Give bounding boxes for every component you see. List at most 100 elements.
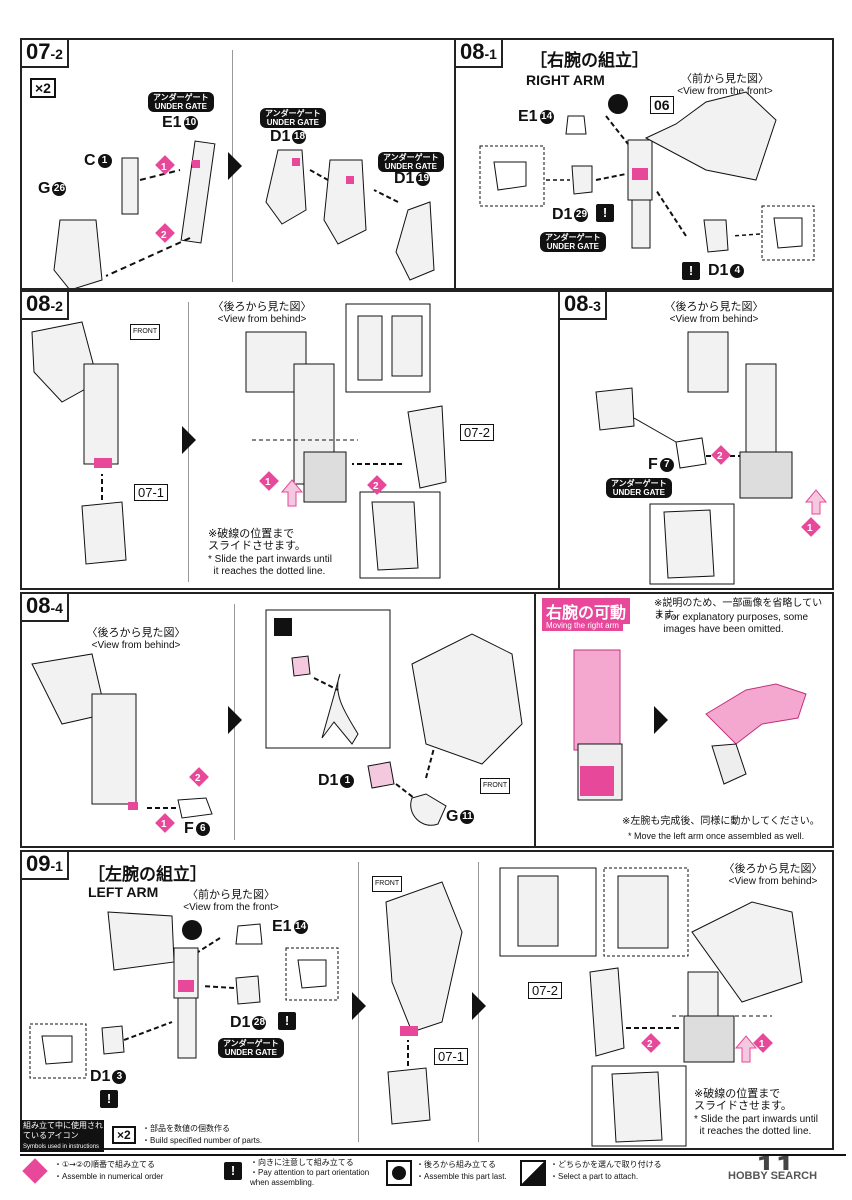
select-icon bbox=[274, 618, 292, 636]
legend-multiplier-jp: ・部品を数値の個数作る bbox=[142, 1124, 230, 1133]
front-icon-label: FRONT bbox=[480, 778, 511, 794]
step-08-3-illustration: 1 2 bbox=[595, 331, 828, 585]
slide-note-jp: ※破線の位置まで スライドさせます。 bbox=[694, 1087, 792, 1112]
next-arrow bbox=[352, 992, 366, 1020]
callout-2: 2 bbox=[195, 773, 201, 784]
legend-header: 組み立て中に使用されているアイコン Symbols used in instru… bbox=[20, 1120, 104, 1152]
legend-attention-jp: ・向きに注意して組み立てる bbox=[250, 1158, 354, 1167]
next-arrow bbox=[182, 426, 196, 454]
ref-step-07-1: 07-1 bbox=[434, 1048, 469, 1065]
step-number: 07-2 bbox=[22, 40, 69, 68]
view-label: 〈後ろから見た図〉<View from behind> bbox=[86, 626, 186, 651]
movement-title-en: Moving the right arm bbox=[542, 620, 623, 631]
legend-order-jp: ・①→②の順番で組み立てる bbox=[54, 1160, 156, 1169]
back-assembly-icon bbox=[608, 94, 628, 114]
front-icon-label: FRONT bbox=[130, 324, 161, 340]
step-08-4-illustration: 1 2 bbox=[31, 609, 523, 833]
callout-1: 1 bbox=[161, 162, 167, 173]
movement-title-jp: 右腕の可動 bbox=[542, 598, 631, 624]
view-label: 〈後ろから見た図〉<View from behind> bbox=[212, 300, 312, 325]
step-number: 08-2 bbox=[22, 292, 69, 320]
callout-2: 2 bbox=[373, 481, 379, 492]
view-label: 〈後ろから見た図〉<View from behind> bbox=[664, 300, 764, 325]
callout-2: 2 bbox=[717, 451, 723, 462]
step-09-1-panel: 09-1 ［左腕の組立］ LEFT ARM 〈前から見た図〉<View from… bbox=[20, 850, 834, 1150]
step-08-2-panel: 08-2 〈後ろから見た図〉<View from behind> FRONT 0… bbox=[20, 290, 560, 590]
callout-2: 2 bbox=[647, 1039, 653, 1050]
step-09-1-illustration: 1 2 bbox=[29, 867, 803, 1147]
front-icon-label: FRONT bbox=[372, 876, 403, 892]
step-08-2-illustration: 1 2 bbox=[31, 303, 447, 579]
legend-back-jp: ・後ろから組み立てる bbox=[416, 1160, 496, 1169]
step-number: 08-3 bbox=[560, 292, 607, 320]
step-number: 08-4 bbox=[22, 594, 69, 622]
omission-note-jp: ※説明のため、一部画像を省略しています。 bbox=[654, 598, 823, 621]
attention-icon: ! bbox=[596, 204, 614, 222]
step-title-jp: ［左腕の組立］ bbox=[88, 865, 207, 885]
legend-row: ・①→②の順番で組み立てる ・Assemble in numerical ord… bbox=[20, 1150, 846, 1192]
step-number: 09-1 bbox=[22, 852, 69, 880]
view-label-front: 〈前から見た図〉<View from the front> bbox=[183, 888, 279, 913]
multiplier-badge: ×2 bbox=[30, 78, 56, 98]
step-08-1-panel: 08-1 ［右腕の組立］ RIGHT ARM 〈前から見た図〉<View fro… bbox=[454, 38, 834, 290]
callout-2: 2 bbox=[161, 230, 167, 241]
next-arrow bbox=[472, 992, 486, 1020]
legend-header-en: Symbols used in instructions bbox=[23, 1144, 100, 1150]
step-title-jp: ［右腕の組立］ bbox=[530, 51, 649, 71]
legend-attention-icon: ! bbox=[224, 1162, 242, 1180]
view-label: 〈前から見た図〉<View from the front> bbox=[677, 72, 773, 97]
legend-header-jp: 組み立て中に使用されているアイコン bbox=[23, 1121, 103, 1140]
step-07-2-illustration-right bbox=[265, 149, 435, 281]
step-08-1-illustration bbox=[479, 91, 815, 261]
left-arm-note-jp: ※左腕も完成後、同様に動かしてください。 bbox=[622, 816, 820, 827]
left-arm-note-en: * Move the left arm once assembled as we… bbox=[628, 831, 805, 841]
ref-step-06: 06 bbox=[650, 96, 674, 114]
omission-note-en: * For explanatory purposes, some images … bbox=[658, 612, 809, 635]
next-arrow bbox=[228, 152, 242, 180]
step-title-en: RIGHT ARM bbox=[526, 72, 605, 88]
callout-1: 1 bbox=[161, 819, 167, 830]
attention-icon: ! bbox=[100, 1090, 118, 1108]
right-arm-movement-panel: 右腕の可動 Moving the right arm ※説明のため、一部画像を省… bbox=[534, 592, 834, 848]
callout-1: 1 bbox=[265, 477, 271, 488]
next-arrow bbox=[654, 706, 668, 734]
ref-step-07-1: 07-1 bbox=[134, 484, 169, 501]
step-08-4-panel: 08-4 〈後ろから見た図〉<View from behind> F6 G10 … bbox=[20, 592, 536, 848]
arm-movement-illustration bbox=[573, 649, 807, 801]
legend-back-en: ・Assemble this part last. bbox=[416, 1172, 507, 1181]
legend-order-icon bbox=[22, 1158, 48, 1184]
attention-icon: ! bbox=[682, 262, 700, 280]
ref-step-07-2: 07-2 bbox=[460, 424, 495, 441]
legend-back-icon bbox=[386, 1160, 412, 1186]
view-label-behind: 〈後ろから見た図〉<View from behind> bbox=[723, 862, 823, 887]
callout-1: 1 bbox=[807, 523, 813, 534]
legend-multiplier-en: ・Build specified number of parts. bbox=[142, 1136, 263, 1145]
step-title-en: LEFT ARM bbox=[88, 884, 159, 900]
slide-note-jp: ※破線の位置まで スライドさせます。 bbox=[208, 527, 306, 552]
legend-multiplier-icon: ×2 bbox=[112, 1126, 136, 1144]
slide-note-en: * Slide the part inwards until it reache… bbox=[694, 1114, 818, 1137]
step-number: 08-1 bbox=[456, 40, 503, 68]
legend-attention-en: ・Pay attention to part orientation when … bbox=[250, 1168, 370, 1187]
back-assembly-icon bbox=[182, 920, 202, 940]
